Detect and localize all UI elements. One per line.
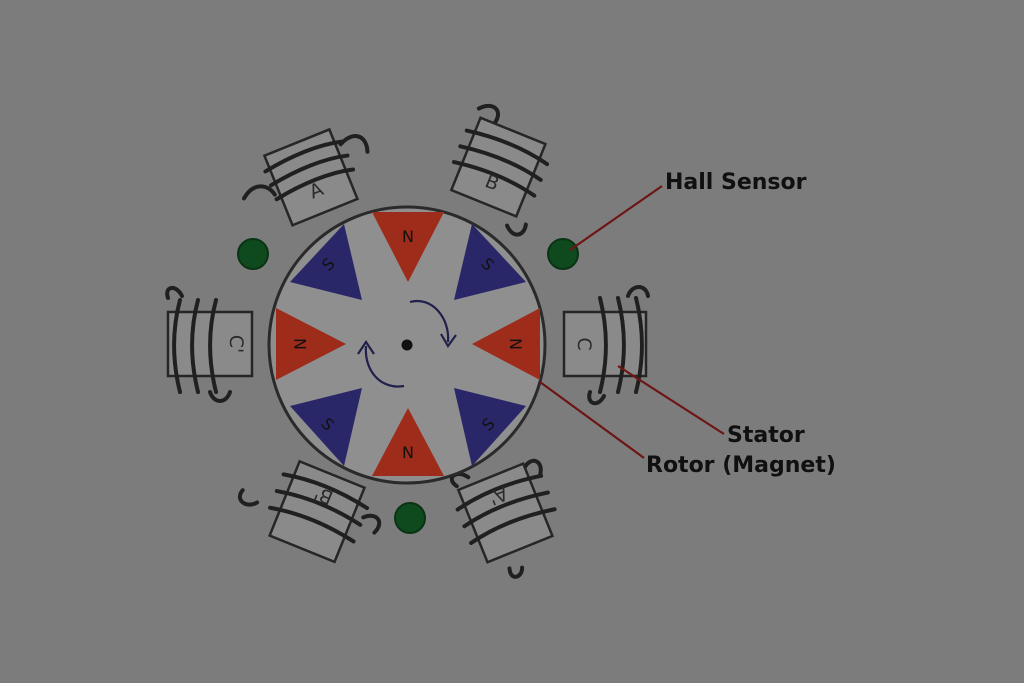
rotor-pole-n-right xyxy=(472,308,540,380)
stator-coil-a: A xyxy=(241,127,370,227)
stator-coil-a-prime: A' xyxy=(449,458,557,579)
pole-label-n-bottom: N xyxy=(402,443,414,462)
rotor-pole-n-top xyxy=(372,212,444,282)
leader-line-rotor xyxy=(539,381,645,459)
rotor-pole-s-bottom-left xyxy=(290,388,362,466)
pole-label-n-top: N xyxy=(402,227,414,246)
rotor: N N N N S S S S xyxy=(267,205,547,485)
label-stator: Stator xyxy=(727,423,805,448)
coil-label-c-prime: C' xyxy=(225,335,247,354)
pole-label-n-right: N xyxy=(506,338,525,350)
rotor-pole-n-left xyxy=(276,308,346,380)
rotor-pole-s-top-left xyxy=(290,224,362,300)
rotor-pole-s-top-right xyxy=(454,224,526,300)
stator-coil-b-prime: B' xyxy=(237,459,382,564)
rotor-pole-s-bottom-right xyxy=(454,388,526,466)
rotation-arrowhead-right xyxy=(440,333,457,349)
hall-sensor-right xyxy=(547,238,579,270)
rotation-arrow-right xyxy=(409,299,450,343)
rotation-arrow-left xyxy=(364,345,405,388)
stator-coil-b: B xyxy=(449,103,550,237)
pole-label-n-left: N xyxy=(291,338,310,350)
leader-line-stator xyxy=(617,365,725,435)
label-hall-sensor: Hall Sensor xyxy=(665,170,807,195)
coil-label-c: C xyxy=(573,337,595,350)
leader-line-hall-sensor xyxy=(569,185,663,251)
hall-sensor-left xyxy=(237,238,269,270)
rotor-shaft xyxy=(401,339,413,351)
stator-coil-c-prime: C' xyxy=(165,286,254,403)
rotation-arrowhead-left xyxy=(357,340,375,355)
hall-sensor-bottom xyxy=(394,502,426,534)
stator-coil-c: C xyxy=(562,285,650,406)
label-rotor: Rotor (Magnet) xyxy=(646,453,836,478)
rotor-pole-n-bottom xyxy=(372,408,444,476)
